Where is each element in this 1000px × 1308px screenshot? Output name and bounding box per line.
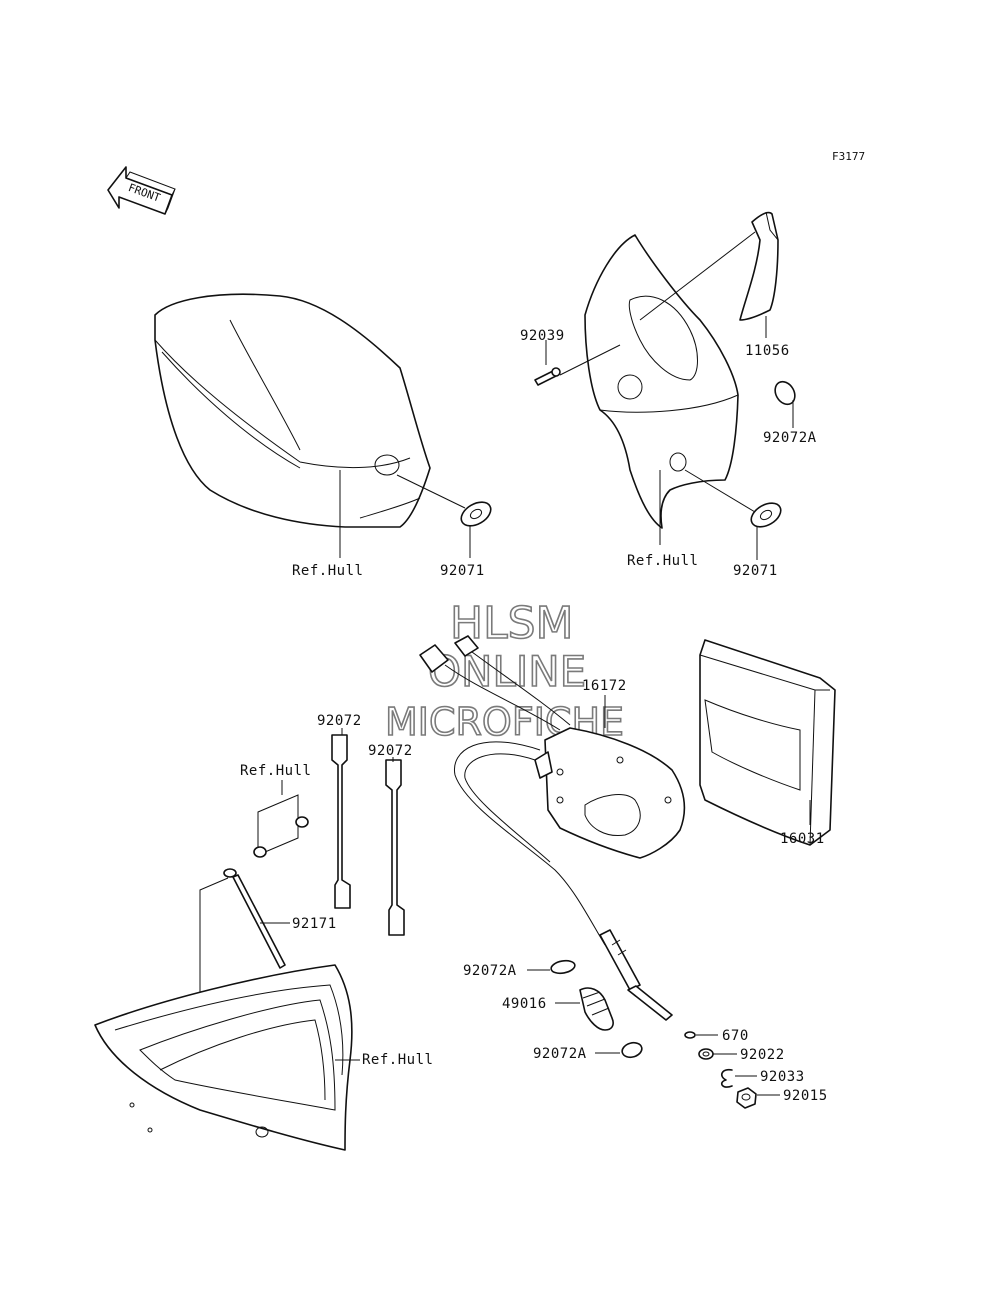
grommet-left	[460, 501, 492, 527]
label-oring: 670	[722, 1028, 749, 1044]
rod-part	[223, 868, 286, 969]
label-clamp-upper: 92072A	[763, 430, 817, 446]
label-ref-hull-bottom: Ref.Hull	[362, 1052, 433, 1068]
label-circlip: 92033	[760, 1069, 805, 1085]
label-band-right: 92072	[368, 743, 413, 759]
label-boot: 49016	[502, 996, 547, 1012]
label-cable-assembly: 16172	[582, 678, 627, 694]
nut-part	[736, 1087, 757, 1109]
label-rod: 92171	[292, 916, 337, 932]
label-ref-hull-small: Ref.Hull	[240, 763, 311, 779]
band-right	[385, 759, 405, 936]
cover-part	[699, 639, 836, 846]
label-bracket: 11056	[745, 343, 790, 359]
label-screw: 92039	[520, 328, 565, 344]
circlip-part	[720, 1068, 733, 1088]
boot-part	[579, 987, 614, 1031]
label-ref-hull-rear: Ref.Hull	[627, 553, 698, 569]
label-washer: 92022	[740, 1047, 785, 1063]
label-cover: 16031	[780, 831, 825, 847]
label-clamp-lower: 92072A	[533, 1046, 587, 1062]
oring-part	[684, 1031, 696, 1039]
clamp-mid	[550, 959, 576, 975]
diagram-code: F3177	[832, 150, 865, 163]
bracket-part	[739, 211, 779, 321]
label-grommet-left: 92071	[440, 563, 485, 579]
seat-hull-part	[154, 293, 431, 528]
front-arrow-icon: FRONT	[107, 166, 176, 215]
label-ref-hull-seat: Ref.Hull	[292, 563, 363, 579]
rear-hull-part	[584, 234, 739, 529]
band-left	[331, 734, 351, 909]
clamp-lower	[621, 1041, 643, 1059]
washer-part	[698, 1048, 714, 1060]
watermark: HLSM ONLINE MICROFICHE	[384, 597, 625, 745]
clamp-upper	[774, 380, 796, 406]
label-nut: 92015	[783, 1088, 828, 1104]
grommet-right	[750, 502, 782, 528]
label-clamp-mid: 92072A	[463, 963, 517, 979]
label-band-left: 92072	[317, 713, 362, 729]
cable-assembly	[419, 635, 686, 1021]
watermark-line2: ONLINE	[428, 647, 586, 696]
label-grommet-right: 92071	[733, 563, 778, 579]
small-fitting	[253, 816, 309, 858]
bottom-hull-part	[94, 964, 353, 1151]
screw-part	[534, 367, 561, 386]
